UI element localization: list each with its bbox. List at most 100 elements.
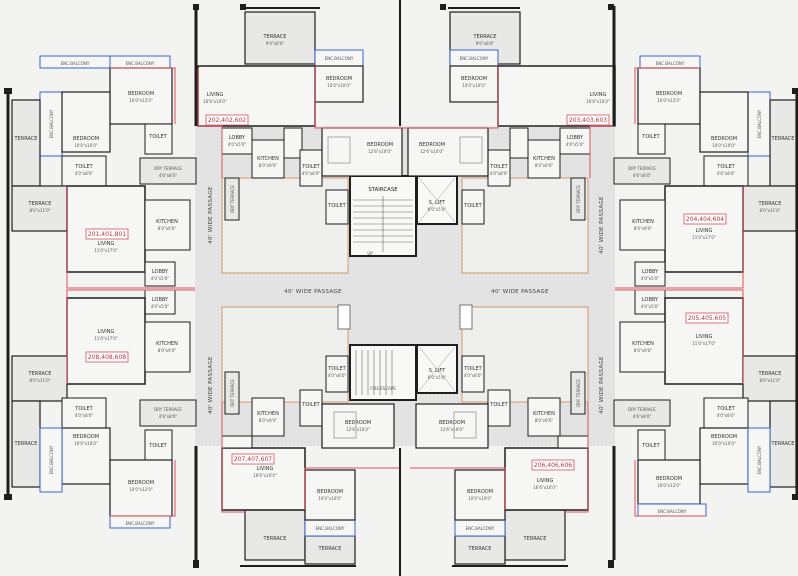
toilet-204b <box>703 155 749 187</box>
lobby-202 <box>221 127 253 155</box>
kitchen-208-label: KITCHEN <box>156 341 178 347</box>
enc-balcony-202-label: ENC.BALCONY <box>325 56 354 61</box>
enc-balcony-204a-label: ENC.BALCONY <box>656 61 685 66</box>
terrace-201b-label: TERRACE <box>28 201 52 207</box>
lobby-205-dim: 4'0"x5'0" <box>641 304 660 309</box>
toilet-207b-dim: 4'0"x8'0" <box>328 373 347 378</box>
terrace-204b-dim: 8'0"x11'0" <box>760 208 781 213</box>
flat-204: ENC.BALCONY BEDROOM 10'0"x12'0" ENC.BALC… <box>613 55 797 289</box>
terrace-206a <box>504 509 566 561</box>
bedroom-208b-label: BEDROOM <box>128 480 154 486</box>
dry-terrace-201-dim: 4'6"x8'0" <box>159 173 178 178</box>
lift-top-dim: 6'0"x5'0" <box>428 207 447 212</box>
dry-terrace-208-dim: 4'6"x8'0" <box>159 414 178 419</box>
enc-balcony-203-label: ENC.BALCONY <box>460 56 489 61</box>
lobby-204-dim: 4'0"x5'0" <box>641 276 660 281</box>
living-201-dim: 11'0"x17'0" <box>94 248 118 253</box>
bedroom-201b-label: BEDROOM <box>73 136 99 142</box>
kitchen-204-label: KITCHEN <box>632 219 654 225</box>
kitchen-206-label: KITCHEN <box>533 411 555 417</box>
enc-balcony-206-label: ENC.BALCONY <box>466 526 495 531</box>
toilet-203b-dim: 4'0"x8'0" <box>490 171 509 176</box>
lobby-204-label: LOBBY <box>642 269 659 275</box>
duct-east <box>459 304 473 330</box>
living-206-label: LIVING <box>537 478 554 484</box>
lift-top-label: S. LIFT <box>429 200 446 206</box>
flat-205: LOBBY 4'0"x5'0" LIVING 11'0"x17'0" 205,4… <box>613 289 797 517</box>
terrace-205b-label: TERRACE <box>771 441 795 447</box>
toilet-207b <box>325 355 349 393</box>
bedroom-202b <box>321 127 403 177</box>
up-label: UP <box>367 251 373 256</box>
flat-207: TERRACE TERRACE ENC.BALCONY BEDROOM 10'0… <box>221 355 400 565</box>
kitchen-203 <box>527 139 561 179</box>
bedroom-207b-label: BEDROOM <box>345 420 371 426</box>
terrace-202 <box>244 11 316 65</box>
kitchen-203-dim: 8'0"x9'0" <box>535 163 554 168</box>
flat-205-tag <box>685 312 729 324</box>
kitchen-202 <box>251 139 285 179</box>
bedroom-208b-dim: 10'0"x12'0" <box>129 487 153 492</box>
kitchen-203-label: KITCHEN <box>533 156 555 162</box>
toilet-205b-label: TOILET <box>641 443 660 449</box>
terrace-207a <box>244 509 306 561</box>
dry-terrace-206-label: DRY TERRACE <box>576 379 581 407</box>
enc-balcony-207-label: ENC.BALCONY <box>316 526 345 531</box>
dry-terrace-203-label: DRY TERRACE <box>576 185 581 213</box>
terrace-205b <box>769 400 797 488</box>
terrace-201b <box>11 185 68 232</box>
toilet-201b-label: TOILET <box>74 164 93 170</box>
dry-terrace-208 <box>139 399 197 427</box>
bed-icon <box>459 136 483 164</box>
terrace-202-dim: 9'0"x8'0" <box>266 41 285 46</box>
flat-202: TERRACE 9'0"x8'0" ENC.BALCONY BEDROOM 10… <box>197 11 405 225</box>
bedroom-206b-dim: 12'6"x10'0" <box>440 427 464 432</box>
terrace-204a <box>769 99 797 187</box>
lobby-202-label: LOBBY <box>229 135 246 141</box>
living-205-dim: 11'0"x17'0" <box>692 341 716 346</box>
enc-balcony-201c-label: ENC.BALCONY <box>49 109 54 138</box>
bedroom-203a-label: BEDROOM <box>461 76 487 82</box>
flat-203-tag <box>566 114 610 126</box>
bedroom-205b-dim: 10'0"x12'0" <box>657 483 681 488</box>
duct-west <box>337 304 351 330</box>
dry-terrace-202 <box>224 177 240 221</box>
enc-balcony-201b-label: ENC.BALCONY <box>126 61 155 66</box>
bedroom-204a <box>637 67 701 125</box>
bedroom-205a <box>699 427 749 485</box>
toilet-203a <box>509 127 529 159</box>
lobby-201 <box>144 261 176 287</box>
passage-label-west: 40' WIDE PASSAGE <box>284 289 342 295</box>
toilet-206a-label: TOILET <box>489 402 508 408</box>
bedroom-201b-dim: 10'0"x10'0" <box>74 143 98 148</box>
toilet-206b-label: TOILET <box>463 366 482 372</box>
flat-202-tag <box>205 114 249 126</box>
toilet-205a-label: TOILET <box>716 406 735 412</box>
lobby-204 <box>634 261 666 287</box>
dry-terrace-205-label: DRY TERRACE <box>628 407 656 412</box>
bedroom-207b <box>321 403 395 449</box>
kitchen-207-dim: 8'0"x9'0" <box>259 418 278 423</box>
toilet-207b-label: TOILET <box>327 366 346 372</box>
dry-terrace-202-label: DRY TERRACE <box>230 185 235 213</box>
living-204-dim: 11'0"x17'0" <box>692 235 716 240</box>
enc-balcony-204c-label: ENC.BALCONY <box>757 109 762 138</box>
terrace-205a-dim: 8'0"x11'0" <box>760 378 781 383</box>
flat-208-number: 208,408,608 <box>88 354 126 361</box>
flat-201-tag <box>85 228 129 240</box>
living-208 <box>66 297 146 385</box>
living-206-dim: 16'6"x10'0" <box>533 485 557 490</box>
terrace-204a-label: TERRACE <box>771 136 795 142</box>
living-205-label: LIVING <box>696 334 713 340</box>
flat-208-tag <box>85 351 129 363</box>
flat-203-number: 203,403,603 <box>569 117 607 124</box>
living-207-label: LIVING <box>257 466 274 472</box>
lobby-201-dim: 4'0"x5'0" <box>151 276 170 281</box>
passage-label-se: 40' WIDE PASSAGE <box>599 356 605 414</box>
bedroom-204b <box>699 91 749 153</box>
bedroom-202b-label: BEDROOM <box>367 142 393 148</box>
bedroom-203b-label: BEDROOM <box>419 142 445 148</box>
toilet-201a-label: TOILET <box>148 134 167 140</box>
bedroom-206b-label: BEDROOM <box>439 420 465 426</box>
bedroom-207b-dim: 12'6"x10'0" <box>346 427 370 432</box>
